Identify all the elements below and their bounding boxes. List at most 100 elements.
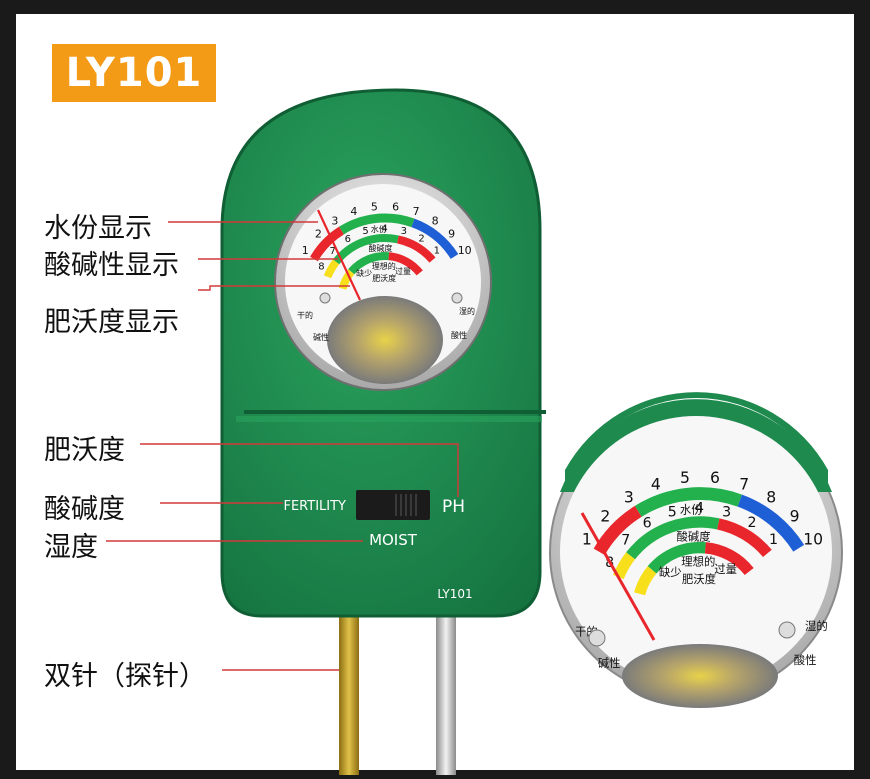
fert-band-yellow [338,269,355,290]
callout-humidity: 湿度 [44,532,98,563]
gold-probe [339,615,359,775]
callout-lines [106,221,459,671]
moisture-band-green [634,487,742,517]
callout-fertility: 肥沃度 [44,435,125,466]
callout-moisture-display: 水份显示 [44,213,152,244]
fert-ideal-label: 理想的 [372,261,396,271]
moisture-number: 2 [600,507,610,525]
moisture-band-blue [737,494,805,552]
ph-number: 3 [722,504,731,520]
moisture-number: 4 [350,205,357,218]
acidic-label: 酸性 [794,653,817,667]
moisture-number: 3 [331,214,338,227]
silver-probe [436,615,456,775]
body-model-label: LY101 [437,587,472,601]
moisture-number: 10 [458,244,472,257]
moisture-number: 2 [315,228,322,241]
moisture-number: 6 [710,469,720,487]
body-ridge [236,416,542,422]
fert-band-yellow [634,566,657,596]
fert-low-label: 缺少 [659,565,682,579]
switch-label-ph: PH [442,497,465,517]
moisture-number: 5 [371,200,378,213]
moisture-band-red [310,226,345,262]
ph-number: 7 [621,533,630,549]
moisture-number: 9 [448,228,455,241]
dial-screw-left [319,292,331,304]
fert-title: 肥沃度 [682,572,716,586]
dial-window [327,296,443,384]
moisture-number: 8 [432,214,439,227]
moisture-number: 1 [582,531,592,549]
fert-band-red [704,542,754,576]
ph-number: 3 [401,226,407,237]
ph-number: 6 [345,234,351,245]
moisture-title: 水份 [371,224,387,234]
switch-grip [395,494,417,516]
fert-band-green [647,541,706,574]
fert-high-label: 过量 [714,562,737,576]
ph-number: 1 [434,246,440,257]
model-badge-text: LY101 [65,50,203,96]
moisture-number: 7 [739,476,749,494]
callout-probes: 双针（探针） [44,661,206,692]
wet-label: 湿的 [805,619,828,633]
dial-screw-right [451,292,463,304]
ph-band-green [332,234,399,265]
moisture-number: 3 [624,489,634,507]
switch-label-fertility: FERTILITY [283,499,346,514]
moisture-band-blue [411,218,459,259]
callout-fertility-display: 肥沃度显示 [44,307,179,338]
moisture-number: 10 [803,531,823,549]
moisture-number: 7 [413,205,420,218]
fert-low-label: 缺少 [356,268,372,278]
fert-band-green [348,252,390,275]
ph-band-green [626,516,720,560]
ph-band-red [716,518,772,558]
ph-number: 1 [769,532,778,548]
dial-needle [317,209,361,301]
mode-switch[interactable] [356,490,430,520]
model-badge: LY101 [52,44,216,102]
ph-title: 酸碱度 [369,243,393,253]
switch-label-moist: MOIST [369,531,418,549]
fert-ideal-label: 理想的 [681,555,715,569]
zoom-screw-right [778,621,796,639]
zoom-screw-left [588,629,606,647]
ph-number: 5 [668,505,677,521]
ph-number: 7 [330,246,336,257]
alkaline-label: 碱性 [598,656,621,670]
ph-band-yellow [323,259,340,279]
ph-number: 5 [362,226,368,237]
ph-number: 6 [643,516,652,532]
moisture-number: 8 [766,489,776,507]
fert-band-red [388,252,423,276]
alkaline-label: 碱性 [313,332,329,342]
moisture-number: 5 [680,469,690,487]
ph-band-red [396,235,436,263]
wet-label: 湿的 [459,306,475,316]
ph-number: 8 [318,262,324,273]
fert-title: 肥沃度 [372,273,396,283]
ph-number: 2 [418,234,424,245]
acidic-label: 酸性 [451,330,467,340]
ph-number: 2 [747,515,756,531]
ph-number: 4 [381,224,387,235]
moisture-number: 4 [651,476,661,494]
moisture-number: 1 [302,244,309,257]
moisture-number: 6 [392,200,399,213]
callout-ph-display: 酸碱性显示 [44,250,179,281]
zoom-needle [580,512,656,641]
dry-label: 干的 [297,310,313,320]
fert-high-label: 过量 [395,266,411,276]
ph-title: 酸碱度 [677,529,711,543]
zoom-dial-window [622,644,778,708]
callout-ph: 酸碱度 [44,494,125,525]
moisture-band-green [339,213,415,235]
moisture-number: 9 [790,507,800,525]
moisture-title: 水份 [680,503,703,517]
ph-number: 4 [695,501,704,517]
